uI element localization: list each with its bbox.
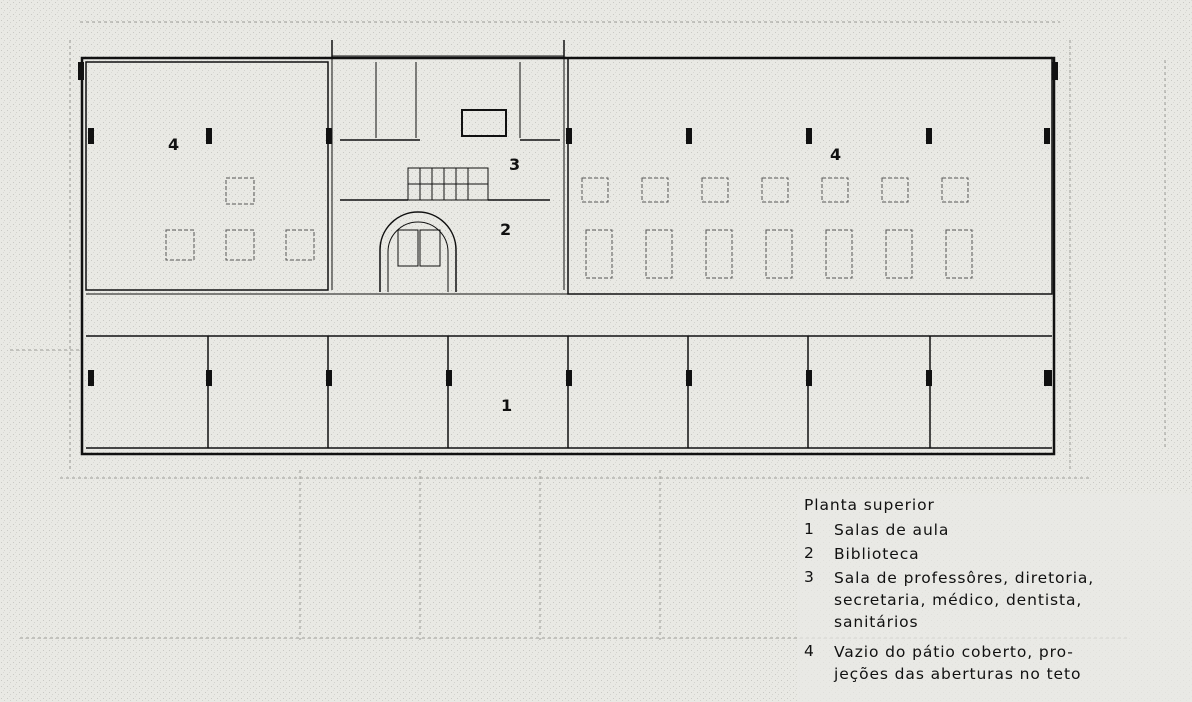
legend-item-text: Sala de professôres, diretoria,: [834, 568, 1094, 588]
legend-item-number: 3: [804, 568, 815, 586]
legend-item-text: jeções das aberturas no teto: [834, 664, 1081, 684]
room-label-library: 2: [500, 220, 511, 239]
legend: Planta superior 1 Salas de aula 2 Biblio…: [798, 494, 1192, 702]
room-label-staff: 3: [509, 155, 520, 174]
legend-item-text: Salas de aula: [834, 520, 949, 540]
legend-item-number: 2: [804, 544, 815, 562]
room-label-void-right: 4: [830, 145, 841, 164]
legend-title: Planta superior: [804, 496, 935, 514]
legend-item-text: Vazio do pátio coberto, pro-: [834, 642, 1074, 662]
legend-item-text: sanitários: [834, 612, 919, 632]
legend-item-number: 1: [804, 520, 815, 538]
legend-item-text: Biblioteca: [834, 544, 920, 564]
legend-item-number: 4: [804, 642, 815, 660]
room-label-classrooms: 1: [501, 396, 512, 415]
legend-item-text: secretaria, médico, dentista,: [834, 590, 1082, 610]
room-label-void-left: 4: [168, 135, 179, 154]
